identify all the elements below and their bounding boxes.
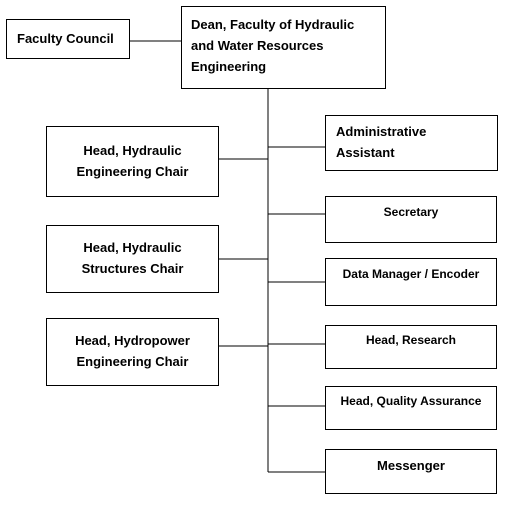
secretary-label: Secretary xyxy=(383,205,439,219)
head-quality-assurance-box: Head, Quality Assurance xyxy=(325,386,497,430)
administrative-assistant-label: Administrative Assistant xyxy=(336,124,427,160)
hydropower-engineering-chair-label: Head, Hydropower Engineering Chair xyxy=(75,333,190,369)
head-research-box: Head, Research xyxy=(325,325,497,369)
data-manager-label: Data Manager / Encoder xyxy=(342,267,480,281)
secretary-box: Secretary xyxy=(325,196,497,243)
hydraulic-engineering-chair-label: Head, Hydraulic Engineering Chair xyxy=(76,142,189,179)
hydraulic-structures-chair-label: Head, Hydraulic Structures Chair xyxy=(81,240,184,276)
messenger-box: Messenger xyxy=(325,449,497,494)
messenger-label: Messenger xyxy=(377,458,445,473)
faculty-council-box: Faculty Council xyxy=(6,19,130,59)
hydraulic-structures-chair-box: Head, Hydraulic Structures Chair xyxy=(46,225,219,293)
dean-label: Dean, Faculty of Hydraulic and Water Res… xyxy=(191,17,355,74)
hydropower-engineering-chair-box: Head, Hydropower Engineering Chair xyxy=(46,318,219,386)
hydraulic-engineering-chair-box: Head, Hydraulic Engineering Chair xyxy=(46,126,219,197)
faculty-council-label: Faculty Council xyxy=(17,31,114,47)
head-quality-assurance-label: Head, Quality Assurance xyxy=(340,394,482,408)
head-research-label: Head, Research xyxy=(365,333,457,347)
data-manager-box: Data Manager / Encoder xyxy=(325,258,497,306)
administrative-assistant-box: Administrative Assistant xyxy=(325,115,498,171)
dean-box: Dean, Faculty of Hydraulic and Water Res… xyxy=(181,6,386,89)
